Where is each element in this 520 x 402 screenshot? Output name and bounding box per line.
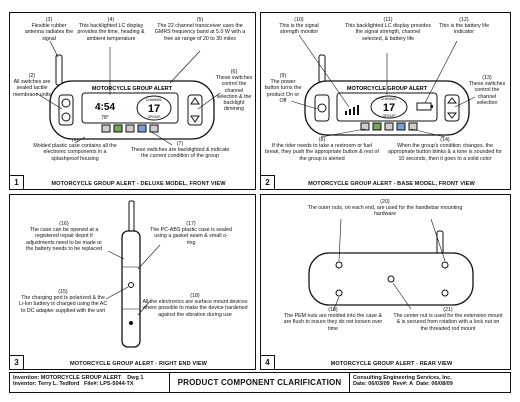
pem-nut-bottom-left xyxy=(335,289,343,297)
pem-nut-bottom-right xyxy=(441,289,449,297)
end-view-drawing xyxy=(105,200,161,348)
drawing-title: PRODUCT COMPONENT CLARIFICATION xyxy=(170,373,350,392)
callout-9: (9) The power button turns the product O… xyxy=(264,73,302,104)
callout-14: (14) When the group's condition changes,… xyxy=(388,137,502,162)
callout-13: (13) These switches control the channel … xyxy=(468,75,506,106)
power-icon[interactable] xyxy=(317,103,327,113)
right-switch-panel xyxy=(187,94,203,126)
group-button-4[interactable] xyxy=(137,124,147,133)
title-block-company: Consulting Engineering Services, Inc. Da… xyxy=(350,373,510,392)
group-button-1[interactable] xyxy=(360,122,370,131)
lcd-channel-bubble xyxy=(136,95,172,121)
base-device-drawing: MOTORCYCLE GROUP ALERT CHANNEL 17 GROUP xyxy=(290,34,476,138)
lcd-time: 4:54 xyxy=(95,102,115,113)
screw-icon xyxy=(129,321,133,325)
revision-date: Date: 06/08/09 xyxy=(416,381,453,387)
lcd-channel-value: 17 xyxy=(383,102,395,114)
deluxe-device-drawing: MOTORCYCLE GROUP ALERT 4:54 78° CHANNEL … xyxy=(35,40,221,146)
panel-rear: (20) The outer nuts, on each end, are us… xyxy=(260,194,511,370)
signal-bars-icon xyxy=(345,105,359,115)
pem-nut-center xyxy=(387,275,395,283)
callout-1: (1) Molded plastic case contains all the… xyxy=(33,137,117,162)
file-number: File#: LPS-5044-TX xyxy=(84,381,134,387)
callout-6: (6) These switches control the channel s… xyxy=(215,69,253,113)
inventor-name: Inventor: Terry L. Tedford xyxy=(13,381,80,387)
group-button-2[interactable] xyxy=(372,122,382,131)
lcd-channel-value: 17 xyxy=(148,103,160,115)
group-button-5[interactable] xyxy=(149,124,159,133)
callout-16: (16) The case can be opened at a registe… xyxy=(26,221,102,252)
antenna xyxy=(128,200,135,232)
lcd-group-label: GROUP xyxy=(383,114,397,118)
group-button-4[interactable] xyxy=(396,122,406,131)
lcd-temp: 78° xyxy=(101,115,109,121)
invention-name: Invention: MOTORCYCLE GROUP ALERT xyxy=(13,375,122,381)
right-switch-panel xyxy=(444,94,460,122)
channel-down-icon[interactable] xyxy=(446,112,458,119)
callout-5: (5) The 22 channel transceiver uses the … xyxy=(154,17,246,42)
group-button-3[interactable] xyxy=(384,122,394,131)
device-title: MOTORCYCLE GROUP ALERT xyxy=(92,86,173,92)
power-switch-panel xyxy=(314,94,330,122)
channel-up-icon[interactable] xyxy=(446,97,458,104)
callout-3: (3) Flexible rubber antenna radiates the… xyxy=(24,17,74,42)
panel-number: 1 xyxy=(10,175,24,189)
pem-nut-top-right xyxy=(441,261,449,269)
callout-11: (11) This backlighted LC display provide… xyxy=(345,17,431,42)
channel-down-icon[interactable] xyxy=(190,115,200,123)
drawing-date: Date: 06/03/09 xyxy=(353,381,390,387)
title-block: Invention: MOTORCYCLE GROUP ALERT Dwg 1 … xyxy=(9,372,511,393)
group-button-5[interactable] xyxy=(408,122,418,131)
callout-7: (7) These switches are backlighted & ind… xyxy=(130,141,230,160)
callout-21: (21) The center nut is used for the exte… xyxy=(393,307,503,332)
callout-19: (19) The PEM nuts are molded into the ca… xyxy=(283,307,383,332)
group-button-2[interactable] xyxy=(113,124,123,133)
power-icon[interactable] xyxy=(61,98,71,108)
company-name: Consulting Engineering Services, Inc. xyxy=(353,375,452,381)
antenna xyxy=(55,54,63,86)
callout-10: (10) This is the signal strength monitor xyxy=(279,17,319,36)
light-icon[interactable] xyxy=(61,112,71,122)
group-button-1[interactable] xyxy=(101,124,111,133)
drawing-number: Dwg 1 xyxy=(127,375,144,381)
leader-lines xyxy=(35,40,221,146)
device-title: MOTORCYCLE GROUP ALERT xyxy=(347,86,428,92)
panel-number: 4 xyxy=(261,355,275,369)
callout-12: (12) This is the battery life indicator xyxy=(438,17,490,36)
leader-lines xyxy=(290,34,476,138)
panel-caption: MOTORCYCLE GROUP ALERT - RIGHT END VIEW xyxy=(69,361,208,367)
panel-caption: MOTORCYCLE GROUP ALERT - BASE MODEL, FRO… xyxy=(308,181,475,187)
title-block-invention: Invention: MOTORCYCLE GROUP ALERT Dwg 1 … xyxy=(10,373,170,392)
callout-15: (15) The charging port is polarized & th… xyxy=(18,289,108,314)
revision: Rev#: A xyxy=(392,381,414,387)
lcd-channel-label: CHANNEL xyxy=(381,97,398,101)
panel-number: 2 xyxy=(261,175,275,189)
antenna xyxy=(318,54,326,86)
leader-lines xyxy=(105,244,161,316)
panel-caption: MOTORCYCLE GROUP ALERT - DELUXE MODEL, F… xyxy=(51,181,226,187)
callout-8: (8) If the rider needs to take a restroo… xyxy=(265,137,379,162)
panel-caption: MOTORCYCLE GROUP ALERT - REAR VIEW xyxy=(330,361,453,367)
panel-right-end: (16) The case can be opened at a registe… xyxy=(9,194,256,370)
leader-lines xyxy=(332,218,446,312)
callout-20: (20) The outer nuts, on each end, are us… xyxy=(307,199,463,218)
callout-17: (17) The PC-ABS plastic case is sealed u… xyxy=(150,221,232,246)
lcd-channel-bubble xyxy=(370,95,408,119)
device-case-rear xyxy=(308,252,474,306)
callout-4: (4) This backlighted LC display provides… xyxy=(77,17,145,42)
charging-port-icon xyxy=(128,282,134,288)
callout-2: (2) All switches are sealed tactile memb… xyxy=(13,73,51,98)
lcd-channel-label: CHANNEL xyxy=(146,98,163,102)
pem-nut-top-left xyxy=(335,261,343,269)
device-case-end xyxy=(121,230,141,348)
channel-up-icon[interactable] xyxy=(190,97,200,105)
panel-deluxe-front: (3) Flexible rubber antenna radiates the… xyxy=(9,12,256,190)
lcd-group-label: GROUP xyxy=(148,115,162,119)
callout-18: (18) All the electronics are surface mou… xyxy=(142,293,248,318)
group-button-3[interactable] xyxy=(125,124,135,133)
rear-view-drawing xyxy=(308,218,474,312)
panel-base-front: (10) This is the signal strength monitor… xyxy=(260,12,511,190)
panel-number: 3 xyxy=(10,355,24,369)
